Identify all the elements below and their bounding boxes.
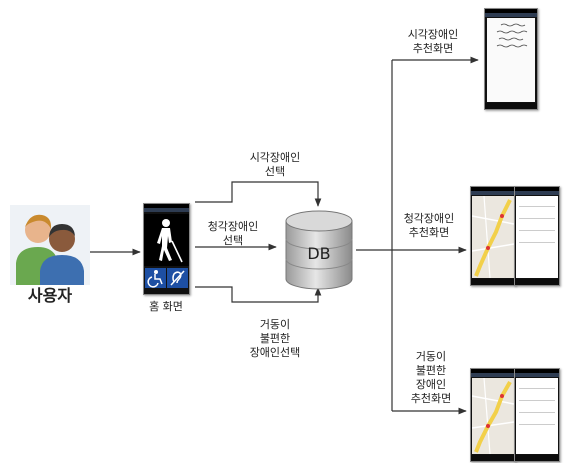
arrow-visual-select xyxy=(195,181,322,207)
hearing-select-label: 청각장애인 선택 xyxy=(207,220,259,247)
list-item xyxy=(519,388,555,389)
hearing-result-label: 청각장애인 추천화면 xyxy=(403,212,455,239)
mobility-select-label: 거동이 불편한 장애인선택 xyxy=(249,318,301,359)
visual-select-label: 시각장애인 선택 xyxy=(249,151,301,178)
list-item xyxy=(519,424,555,425)
list-view xyxy=(516,196,558,278)
wheelchair-icon xyxy=(145,268,166,288)
map-route-icon xyxy=(472,196,514,278)
two-people-icon xyxy=(10,205,90,285)
home-label: 홈 화면 xyxy=(149,300,183,313)
mobility-result-label: 거동이 불편한 장애인 추천화면 xyxy=(410,350,452,405)
database-cylinder-icon xyxy=(285,210,353,290)
user-node: 사용자 xyxy=(10,205,90,310)
list-item xyxy=(519,230,555,231)
title-bar xyxy=(144,208,189,212)
map-view xyxy=(472,196,514,278)
blind-person-cane-icon xyxy=(144,214,189,266)
status-bar xyxy=(144,204,189,208)
database-node: DB xyxy=(282,209,356,291)
map-view xyxy=(472,378,514,454)
list-item xyxy=(519,400,555,401)
arrow-mobility-select xyxy=(195,286,322,303)
visual-result-phone xyxy=(484,8,538,110)
visual-result-label: 시각장애인 추천화면 xyxy=(407,28,459,55)
db-label: DB xyxy=(307,244,331,263)
visual-result-screen xyxy=(487,18,535,102)
home-screen-phone xyxy=(143,203,190,295)
list-item xyxy=(519,412,555,413)
list-item xyxy=(519,206,555,207)
user-label: 사용자 xyxy=(27,286,73,305)
list-item xyxy=(519,218,555,219)
map-route-icon xyxy=(472,378,514,454)
hearing-result-list-phone xyxy=(514,186,560,286)
hearing-result-map-phone xyxy=(470,186,516,286)
mobility-result-list-phone xyxy=(514,368,560,462)
list-item xyxy=(519,242,555,243)
hearing-impaired-icon xyxy=(167,268,188,288)
handwritten-text-lines xyxy=(496,23,528,48)
mobility-result-map-phone xyxy=(470,368,516,462)
list-view xyxy=(516,378,558,454)
